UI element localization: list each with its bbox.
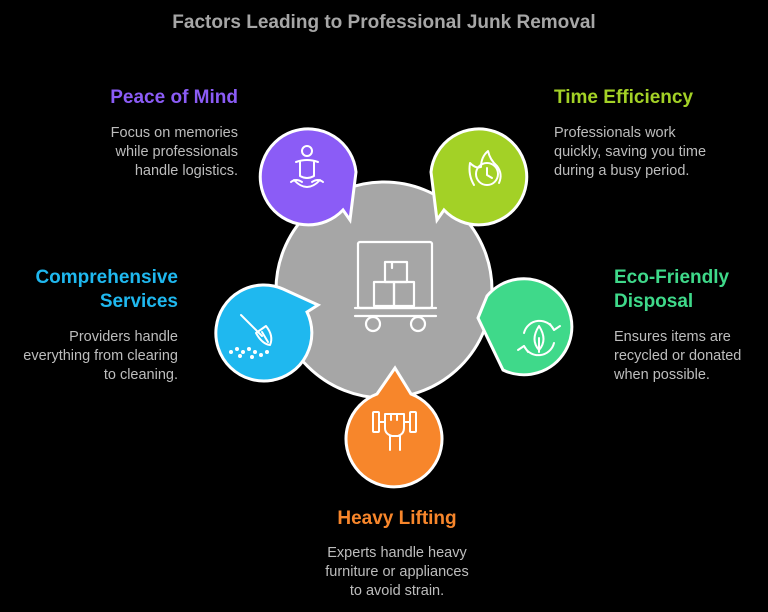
eco-heading: Eco-Friendly Disposal xyxy=(614,266,764,314)
peace-description-line: handle logistics. xyxy=(134,163,238,179)
services-description: Providers handle everything from clearin… xyxy=(8,328,178,385)
meditation-icon xyxy=(290,145,324,188)
services-description-line: to cleaning. xyxy=(103,367,178,383)
lifting-description-line: furniture or appliances xyxy=(325,564,469,580)
peace-description-line: Focus on memories xyxy=(110,125,238,141)
broom-icon xyxy=(229,314,273,359)
lifting-description-line: Experts handle heavy xyxy=(327,545,467,561)
lifting-drop xyxy=(344,365,444,489)
dumbbell-hand-icon xyxy=(372,411,417,451)
time-description: Professionals work quickly, saving you t… xyxy=(554,124,754,181)
eco-description-line: when possible. xyxy=(614,367,710,383)
peace-description: Focus on memories while professionals ha… xyxy=(40,124,238,181)
time-description-line: during a busy period. xyxy=(554,163,690,179)
diagram-title: Factors Leading to Professional Junk Rem… xyxy=(172,12,596,33)
time-heading: Time Efficiency xyxy=(554,87,694,108)
time-drop xyxy=(429,127,529,227)
eco-heading-line: Disposal xyxy=(614,291,694,312)
services-heading-line: Services xyxy=(99,291,178,312)
eco-description-line: Ensures items are xyxy=(614,329,731,345)
peace-description-line: while professionals xyxy=(115,144,238,160)
services-description-line: everything from clearing xyxy=(23,348,178,364)
services-heading: Comprehensive Services xyxy=(10,266,178,314)
lifting-heading: Heavy Lifting xyxy=(337,508,457,529)
lifting-description: Experts handle heavy furniture or applia… xyxy=(284,544,510,601)
truck-with-boxes-icon xyxy=(353,240,438,333)
services-heading-line: Comprehensive xyxy=(35,267,178,288)
time-description-line: Professionals work xyxy=(554,125,676,141)
lifting-description-line: to avoid strain. xyxy=(349,583,445,599)
eco-heading-line: Eco-Friendly xyxy=(614,267,730,288)
recycle-leaf-icon xyxy=(517,319,561,357)
clock-fire-icon xyxy=(468,150,502,186)
eco-description-line: recycled or donated xyxy=(614,348,742,364)
peace-heading: Peace of Mind xyxy=(110,87,238,108)
services-description-line: Providers handle xyxy=(69,329,178,345)
services-drop xyxy=(214,283,322,383)
time-description-line: quickly, saving you time xyxy=(554,144,707,160)
eco-drop xyxy=(476,277,574,377)
peace-drop xyxy=(258,127,358,227)
eco-description: Ensures items are recycled or donated wh… xyxy=(614,328,764,385)
